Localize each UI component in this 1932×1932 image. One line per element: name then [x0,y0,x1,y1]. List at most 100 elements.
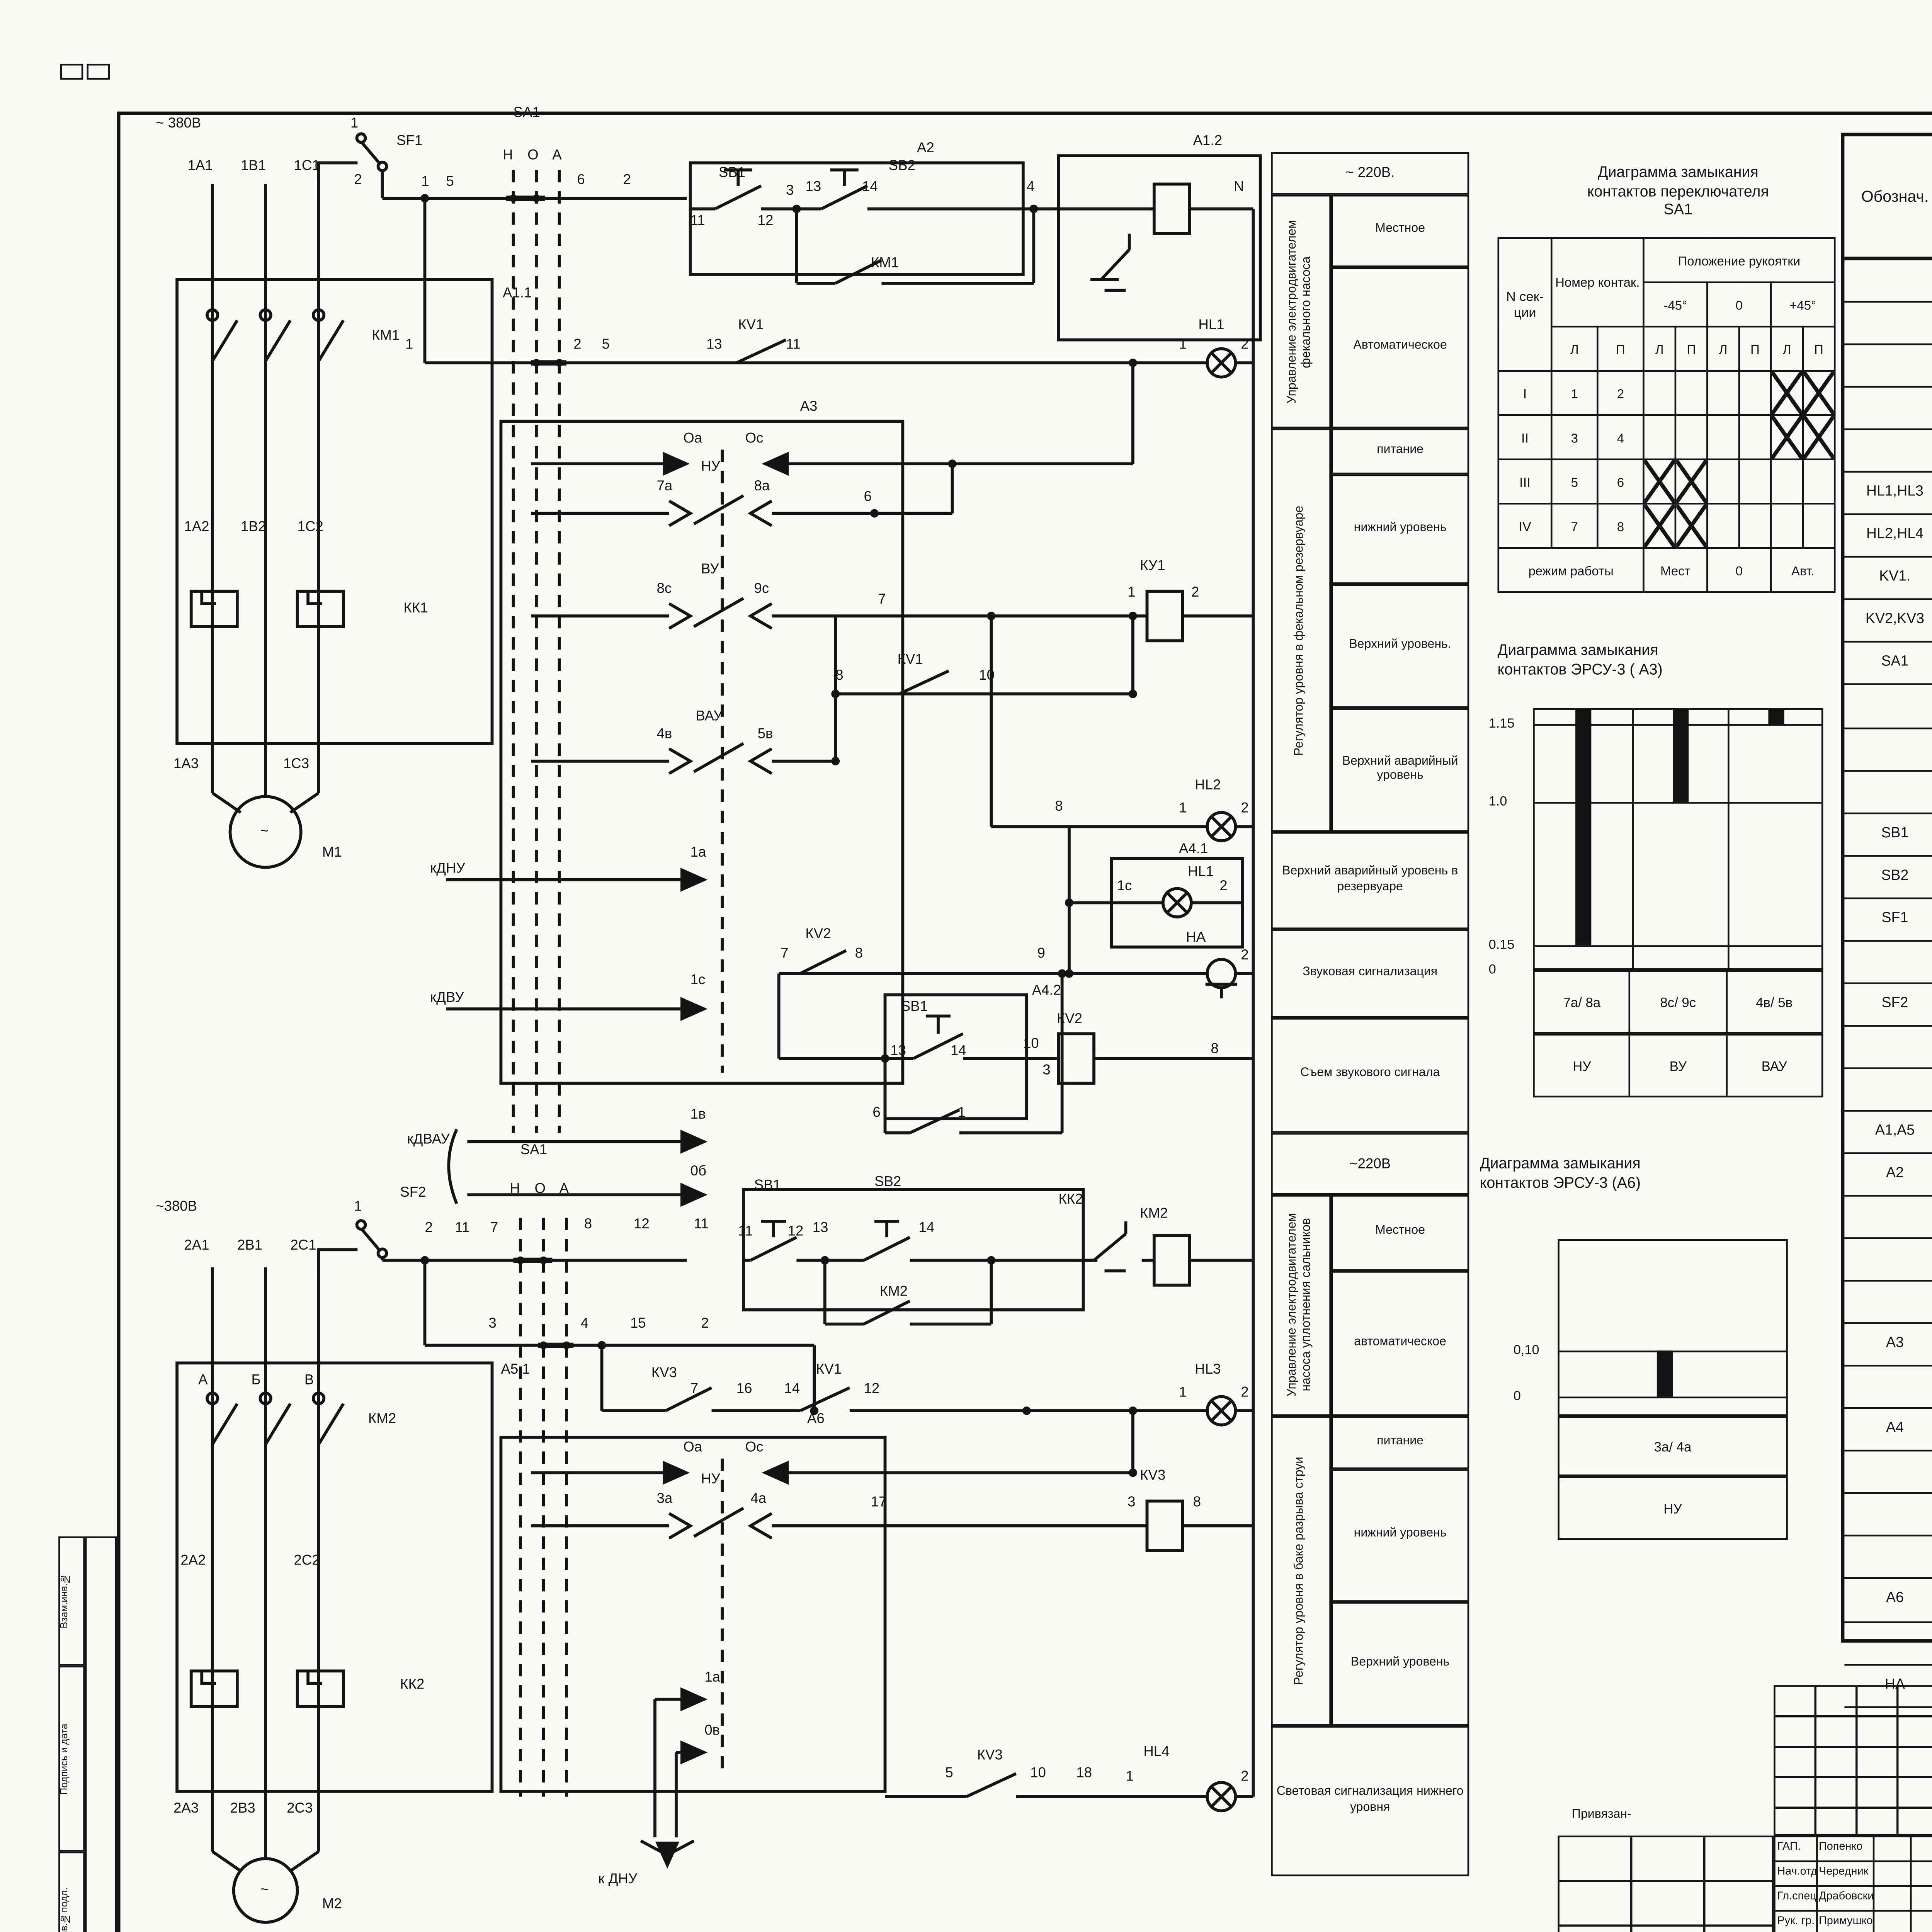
tick-label: 0 [1488,960,1496,976]
schematic-label: 2 [1241,947,1249,963]
schematic-label: SB2 [874,1173,901,1190]
tick-label: 0,10 [1513,1342,1539,1358]
schematic-label: 1 [1179,1384,1187,1400]
ersu-a6-groups: НУ [1558,1476,1788,1540]
sa1-title: Диаграмма замыкания контактов переключат… [1587,163,1769,219]
tick-label: 0.15 [1488,937,1515,953]
spec-row: А63-М, ТУ 16.522.110-74, Iн=0,63А1Iрасц.… [1844,1026,1932,1069]
signature-cell: ГАП. [1776,1837,1817,1861]
spec-cell: А6 [1844,1580,1932,1621]
schematic-label: HL1 [1198,316,1225,333]
spec-cell: SA1 [1844,643,1932,684]
schematic-label: КУ1 [1140,558,1165,574]
contact-pair-label: 7а/ 8а [1535,971,1631,1032]
tick-line [1559,1396,1786,1398]
schematic-label: КК1 [403,600,428,616]
schematic-label: КМ2 [1140,1205,1168,1221]
spec-cell [1844,303,1932,344]
spec-row: кового сигнала,”ТУ-16.526.333-801 [1844,1537,1932,1580]
sa1-lp: П [1738,325,1772,372]
contact-pair-label: 4в/ 5в [1756,994,1793,1010]
schematic-label: 1 [1126,1768,1134,1784]
schematic-label: 1с [690,971,706,988]
spec-row: 1-КУ,Ч,1р+1з „Фекальный насос-Пуск”, [1844,1197,1932,1240]
schematic-label: 2В3 [230,1800,255,1816]
sa1-mark-cell [1770,458,1804,505]
schematic-label: М1 [322,844,342,861]
fc-220-1: ~ 220В. [1271,152,1469,195]
signature-row: Рук. гр.Примушко [1776,1912,1932,1932]
schematic-label: 5в [757,726,773,742]
schematic-label: 3 [1128,1494,1136,1510]
schematic-label: 4в [656,726,672,742]
schematic-label: 1с [1117,878,1132,894]
tick-label: 1.15 [1488,715,1515,731]
schematic-label: 2 [1241,800,1249,816]
schematic-label: 3 [488,1315,497,1331]
schematic-label: КМ1 [372,327,400,344]
sa1-mark-cell [1643,503,1677,549]
sa1-h-contact: Номер контак. [1550,237,1645,328]
schematic-label: 10 [1030,1765,1046,1781]
schematic-label: 2С2 [294,1552,320,1568]
fc-reg1: Регулятор уровня в фекаль­ном резервуаре [1271,428,1331,832]
spec-cell [1844,728,1932,769]
schematic-label: А [198,1372,208,1388]
spec-cell [1844,1239,1932,1280]
spec-row: SB1Красный „Стоп” исп.21 [1844,813,1932,856]
schematic-label: 1в [690,1106,706,1122]
sa1-h-pos: Положение рукоятки [1643,237,1836,283]
sa1-mark-cell [1643,414,1677,461]
schematic-label: Ос [745,430,764,446]
sa1-mark-cell [1802,458,1836,505]
spec-table: Обознач. Наименование Кол. примечание Щи… [1841,133,1932,1708]
sa1-cell: 1 [1550,370,1599,416]
schematic-label: НУ [701,458,720,474]
schematic-label: В [304,1372,314,1388]
schematic-label: НL4 [1143,1743,1170,1760]
sa1-cell: 4 [1597,414,1645,461]
schematic-label: НL2 [1195,777,1221,793]
spec-row: А2Пост управления ПКУ15.19.121.54У3, [1844,1154,1932,1197]
spec-h-ref: Обознач. [1844,136,1932,257]
schematic-label: 18 [1076,1765,1092,1781]
spec-row: KV1.Реле РПУ2-36420УЗ, ~220В1ТУ16.523.33… [1844,558,1932,601]
schematic-label: 3 [1043,1062,1051,1078]
schematic-label: SB1 [718,165,746,181]
schematic-label: А1.1 [503,285,532,301]
schematic-label: ВАУ [696,708,723,724]
schematic-label: НУ [701,1471,720,1487]
fc-w3: Съем звукового сигнала [1271,1018,1469,1133]
schematic-label: 8 [1193,1494,1201,1510]
schematic-label: 17 [871,1494,887,1510]
fc-r2a: питание [1331,1416,1469,1469]
sa1-mark-cell [1643,370,1677,416]
schematic-label: 14 [950,1043,966,1059]
spec-row: ТУ-16.526.333-801 [1844,1282,1932,1325]
spec-row: SB2Черный „Пуск” исп.21 [1844,856,1932,899]
spec-cell: HL2,HL4 [1844,515,1932,556]
spec-cell: KV1. [1844,558,1932,599]
sa1-cell: 2 [1597,370,1645,416]
contact-closed-mark [1772,417,1801,458]
attachment-note: Привязан- [1571,1809,1631,1821]
sa1-lp: Л [1643,325,1677,372]
schematic-label: А6 [807,1411,825,1427]
spec-cell: А4 [1844,1410,1932,1451]
spec-row: HL1,HL3Линза зеленого цвета2Лампа [1844,473,1932,516]
schematic-label: 8 [584,1216,592,1232]
sa1-mark-cell [1738,503,1772,549]
sa1-mark-cell [1770,414,1804,461]
ersu-a6-title: Диаграмма замыкания контактов ЭРСУ-3 (А6… [1480,1154,1641,1191]
schematic-label: А1.2 [1193,133,1223,149]
sa1-footer: режим работы Мест 0 Авт. [1497,547,1836,593]
schematic-label: Н [510,1180,520,1197]
spec-row: Арматура сигнальная АС-220,~220В [1844,388,1932,431]
schematic-label: 5 [602,336,610,352]
signature-row: Гл.спец.Драбовский [1775,1887,1932,1912]
spec-cell [1844,1282,1932,1323]
schematic-label: А [552,147,562,163]
fc-w1: Верхний аварийный уровень в резервуаре [1271,832,1469,930]
